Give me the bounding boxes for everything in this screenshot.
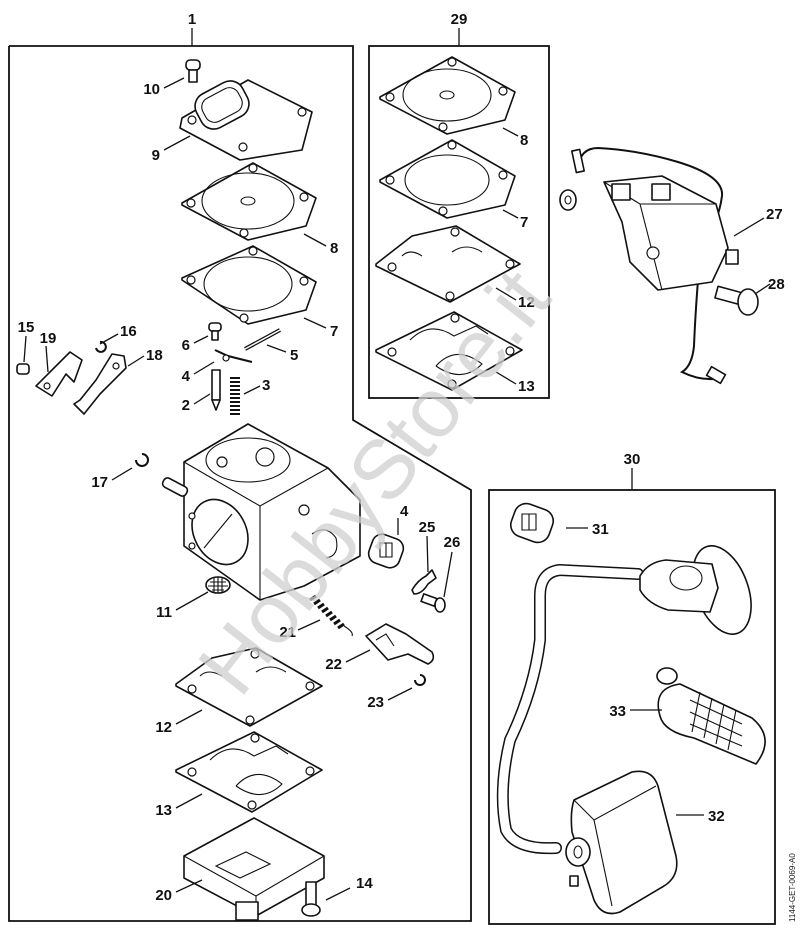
part-3-spring: 3 xyxy=(230,377,270,415)
label-32: 32 xyxy=(708,808,725,825)
label-27: 27 xyxy=(766,206,783,223)
part-28-screw: 28 xyxy=(714,276,785,316)
label-13-group1: 13 xyxy=(155,802,172,819)
part-11-screen: 11 xyxy=(156,576,231,621)
part-33-filter: 33 xyxy=(609,667,766,765)
part-18-arm: 18 xyxy=(73,347,163,415)
part-4-lever: 4 xyxy=(182,349,253,385)
part-16-clip: 16 xyxy=(95,323,137,353)
label-21: 21 xyxy=(279,624,296,641)
part-19-arm: 19 xyxy=(35,330,83,397)
label-22: 22 xyxy=(325,656,342,673)
label-8-group1: 8 xyxy=(330,240,338,257)
label-7-group1: 7 xyxy=(330,323,338,340)
label-31: 31 xyxy=(592,521,609,538)
label-5: 5 xyxy=(290,347,298,364)
part-7-gasket-set: 7 xyxy=(379,139,528,231)
part-13-gasket: 13 xyxy=(155,731,323,819)
part-15-screw: 15 xyxy=(16,319,35,375)
label-15: 15 xyxy=(18,319,35,336)
label-19: 19 xyxy=(40,330,57,347)
part-7-gasket: 7 xyxy=(181,245,338,340)
label-4-plug: 4 xyxy=(400,503,409,520)
label-23: 23 xyxy=(367,694,384,711)
group-label-30: 30 xyxy=(624,451,641,468)
part-27-module: 27 xyxy=(559,146,783,385)
part-5-pin: 5 xyxy=(244,328,298,364)
label-26: 26 xyxy=(444,534,461,551)
label-2: 2 xyxy=(182,397,190,414)
part-20-cover-plate: 20 xyxy=(155,817,325,921)
label-18: 18 xyxy=(146,347,163,364)
part-32-pickup: 32 xyxy=(565,770,725,915)
reference-code: 1144-GET-0069-A0 xyxy=(788,853,797,922)
part-fuel-hose xyxy=(496,545,752,855)
part-22-lever: 22 xyxy=(325,623,435,673)
group-30-frame: 30 xyxy=(488,451,776,925)
part-31-plug: 31 xyxy=(509,502,609,544)
group-label-29: 29 xyxy=(451,11,468,28)
label-16: 16 xyxy=(120,323,137,340)
label-12-group1: 12 xyxy=(155,719,172,736)
part-8-diaphragm: 8 xyxy=(181,162,338,257)
part-8-diaphragm-set: 8 xyxy=(379,56,528,149)
label-33: 33 xyxy=(609,703,626,720)
label-6: 6 xyxy=(182,337,190,354)
label-3: 3 xyxy=(262,377,270,394)
part-2-needle: 2 xyxy=(182,369,221,414)
label-28: 28 xyxy=(768,276,785,293)
part-23-clip: 23 xyxy=(367,674,426,711)
label-17: 17 xyxy=(91,474,108,491)
label-8-group29: 8 xyxy=(520,132,528,149)
part-10-screw: 10 xyxy=(143,59,201,98)
part-4-plug: 4 xyxy=(367,503,409,569)
label-4-lever: 4 xyxy=(182,368,191,385)
part-12-gasket: 12 xyxy=(155,647,323,736)
label-13-group29: 13 xyxy=(518,378,535,395)
part-6-screw: 6 xyxy=(182,322,222,354)
part-carburetor-body xyxy=(161,423,361,601)
part-17-clip: 17 xyxy=(91,453,149,491)
label-11: 11 xyxy=(156,604,172,621)
part-21-spring: 21 xyxy=(279,594,353,641)
part-25-bracket: 25 xyxy=(411,519,437,595)
part-26-screw: 26 xyxy=(420,534,461,613)
label-12-group29: 12 xyxy=(518,294,535,311)
part-13-gasket-set: 13 xyxy=(375,311,535,395)
label-14: 14 xyxy=(356,875,373,892)
label-9: 9 xyxy=(152,147,160,164)
label-7-group29: 7 xyxy=(520,214,528,231)
group-29-frame: 29 xyxy=(368,11,550,399)
group-label-1: 1 xyxy=(188,11,196,28)
group-1-frame: 1 xyxy=(8,11,472,922)
part-14-screw: 14 xyxy=(301,875,373,917)
part-12-gasket-set: 12 xyxy=(375,225,535,311)
part-9-cover: 9 xyxy=(152,79,313,164)
label-10: 10 xyxy=(143,81,160,98)
label-20: 20 xyxy=(155,887,172,904)
label-25: 25 xyxy=(419,519,436,536)
